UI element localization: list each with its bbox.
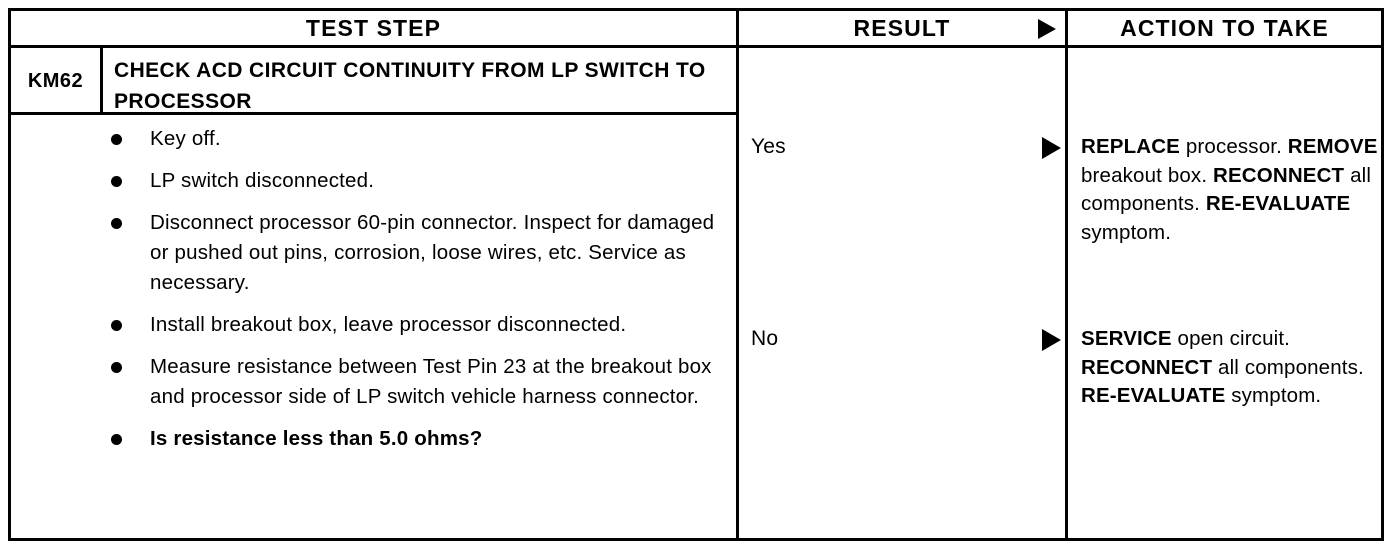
bullet-dot-icon <box>111 176 122 187</box>
action-keyword: SERVICE <box>1081 327 1172 350</box>
action-keyword: REPLACE <box>1081 135 1181 158</box>
procedure-bullet-item: LP switch disconnected. <box>107 166 727 196</box>
bullet-dot-icon <box>111 362 122 373</box>
action-text: open circuit. <box>1171 327 1291 350</box>
table-header-row: TEST STEP RESULT ACTION TO TAKE <box>11 11 1381 48</box>
bullet-text: Key off. <box>150 127 221 150</box>
action-text: all components. <box>1212 355 1364 379</box>
right-triangle-arrow-icon <box>1042 137 1061 159</box>
procedure-bullet-item: Measure resistance between Test Pin 23 a… <box>107 352 727 412</box>
bullet-text: Measure resistance between Test Pin 23 a… <box>150 355 712 408</box>
action-cell: REPLACE processor. REMOVE breakout box. … <box>1081 133 1381 247</box>
action-text: symptom. <box>1081 220 1172 244</box>
bullet-text: Disconnect processor 60-pin connector. I… <box>150 211 715 294</box>
step-title-rule <box>11 112 736 115</box>
header-result: RESULT <box>853 15 951 41</box>
step-id: KM62 <box>27 70 84 92</box>
procedure-bullet-item: Key off. <box>107 124 727 154</box>
action-cell: SERVICE open circuit. RECONNECT all comp… <box>1081 325 1381 411</box>
bullet-dot-icon <box>111 434 122 445</box>
diagnostic-test-step-table: TEST STEP RESULT ACTION TO TAKE KM62 CHE… <box>8 8 1384 541</box>
action-keyword: RECONNECT <box>1081 355 1213 379</box>
result-label: Yes <box>751 135 786 158</box>
right-triangle-arrow-icon <box>1038 19 1056 39</box>
action-keyword: RE-EVALUATE <box>1081 384 1226 407</box>
action-text: all components. <box>1081 163 1372 216</box>
action-text: breakout box. <box>1081 163 1214 187</box>
procedure-bullet-item: Install breakout box, leave processor di… <box>107 310 727 340</box>
result-label: No <box>751 327 779 350</box>
right-triangle-arrow-icon <box>1042 329 1061 351</box>
bullet-text: Install breakout box, leave processor di… <box>150 313 627 336</box>
bullet-dot-icon <box>111 320 122 331</box>
step-title: CHECK ACD CIRCUIT CONTINUITY FROM LP SWI… <box>114 59 706 113</box>
header-action-to-take: ACTION TO TAKE <box>1120 15 1329 41</box>
action-text: symptom. <box>1225 384 1322 407</box>
bullet-dot-icon <box>111 134 122 145</box>
procedure-bullet-item: Disconnect processor 60-pin connector. I… <box>107 208 727 298</box>
header-test-step: TEST STEP <box>305 15 442 41</box>
action-text: processor. <box>1180 135 1288 158</box>
bullet-text: Is resistance less than 5.0 ohms? <box>150 427 483 450</box>
procedure-bullet-item: Is resistance less than 5.0 ohms? <box>107 424 727 454</box>
bullet-text: LP switch disconnected. <box>150 169 375 192</box>
action-keyword: RE-EVALUATE <box>1205 192 1351 215</box>
procedure-bullet-list: Key off. LP switch disconnected. Disconnec… <box>107 124 727 466</box>
column-divider-action <box>1065 11 1068 538</box>
step-id-divider <box>100 48 103 115</box>
action-keyword: RECONNECT <box>1213 163 1345 187</box>
bullet-dot-icon <box>111 218 122 229</box>
action-keyword: REMOVE <box>1287 135 1378 158</box>
column-divider-result <box>736 11 739 538</box>
